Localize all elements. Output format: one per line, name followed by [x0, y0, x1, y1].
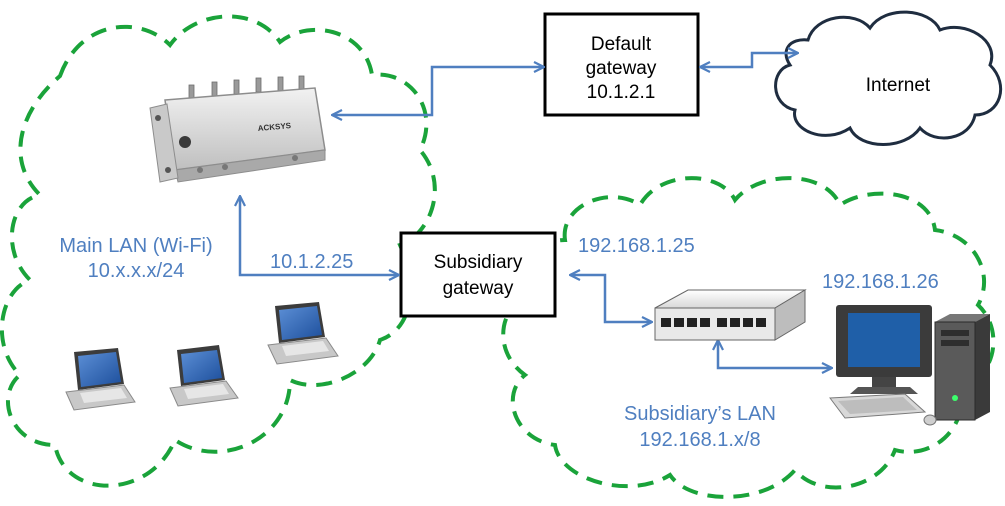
access-point-brand: ACKSYS: [257, 121, 292, 133]
internet-label: Internet: [866, 75, 931, 96]
subsidiary-lan-subnet: 192.168.1.x/8: [639, 429, 760, 451]
subsidiary-gateway-label-1: Subsidiary: [434, 252, 523, 273]
link-switch-pc: [718, 340, 832, 368]
subsidiary-lan-cloud: [501, 176, 996, 499]
main-lan-label: Main LAN (Wi-Fi): [59, 235, 212, 257]
desktop-pc: [829, 305, 990, 426]
subsidiary-gateway-box: [399, 231, 557, 318]
link-subsidiary-gateway-switch: [570, 275, 652, 322]
internet-cloud: [774, 10, 1003, 146]
network-switch: [654, 289, 807, 341]
access-point-device: ACKSYS: [149, 75, 326, 183]
laptop-2: [169, 345, 239, 407]
subsidiary-lan-label: Subsidiary’s LAN: [624, 403, 776, 425]
access-point-ip: 10.1.2.25: [270, 251, 353, 273]
subsidiary-gateway-ip: 192.168.1.25: [578, 235, 695, 257]
laptop-1: [65, 348, 136, 411]
default-gateway-box: [543, 12, 700, 117]
subsidiary-gateway-label-2: gateway: [443, 278, 514, 299]
main-lan-cloud: [0, 14, 437, 488]
main-lan-subnet: 10.x.x.x/24: [88, 260, 185, 282]
laptop-3: [267, 302, 339, 365]
link-default-gateway-internet: [700, 53, 798, 67]
default-gateway-ip: 10.1.2.1: [587, 82, 656, 103]
link-ap-subsidiary-gateway: [240, 196, 399, 275]
default-gateway-label-1: Default: [591, 34, 652, 55]
pc-ip: 192.168.1.26: [822, 271, 939, 293]
link-ap-default-gateway: [332, 67, 544, 115]
default-gateway-label-2: gateway: [586, 58, 657, 79]
